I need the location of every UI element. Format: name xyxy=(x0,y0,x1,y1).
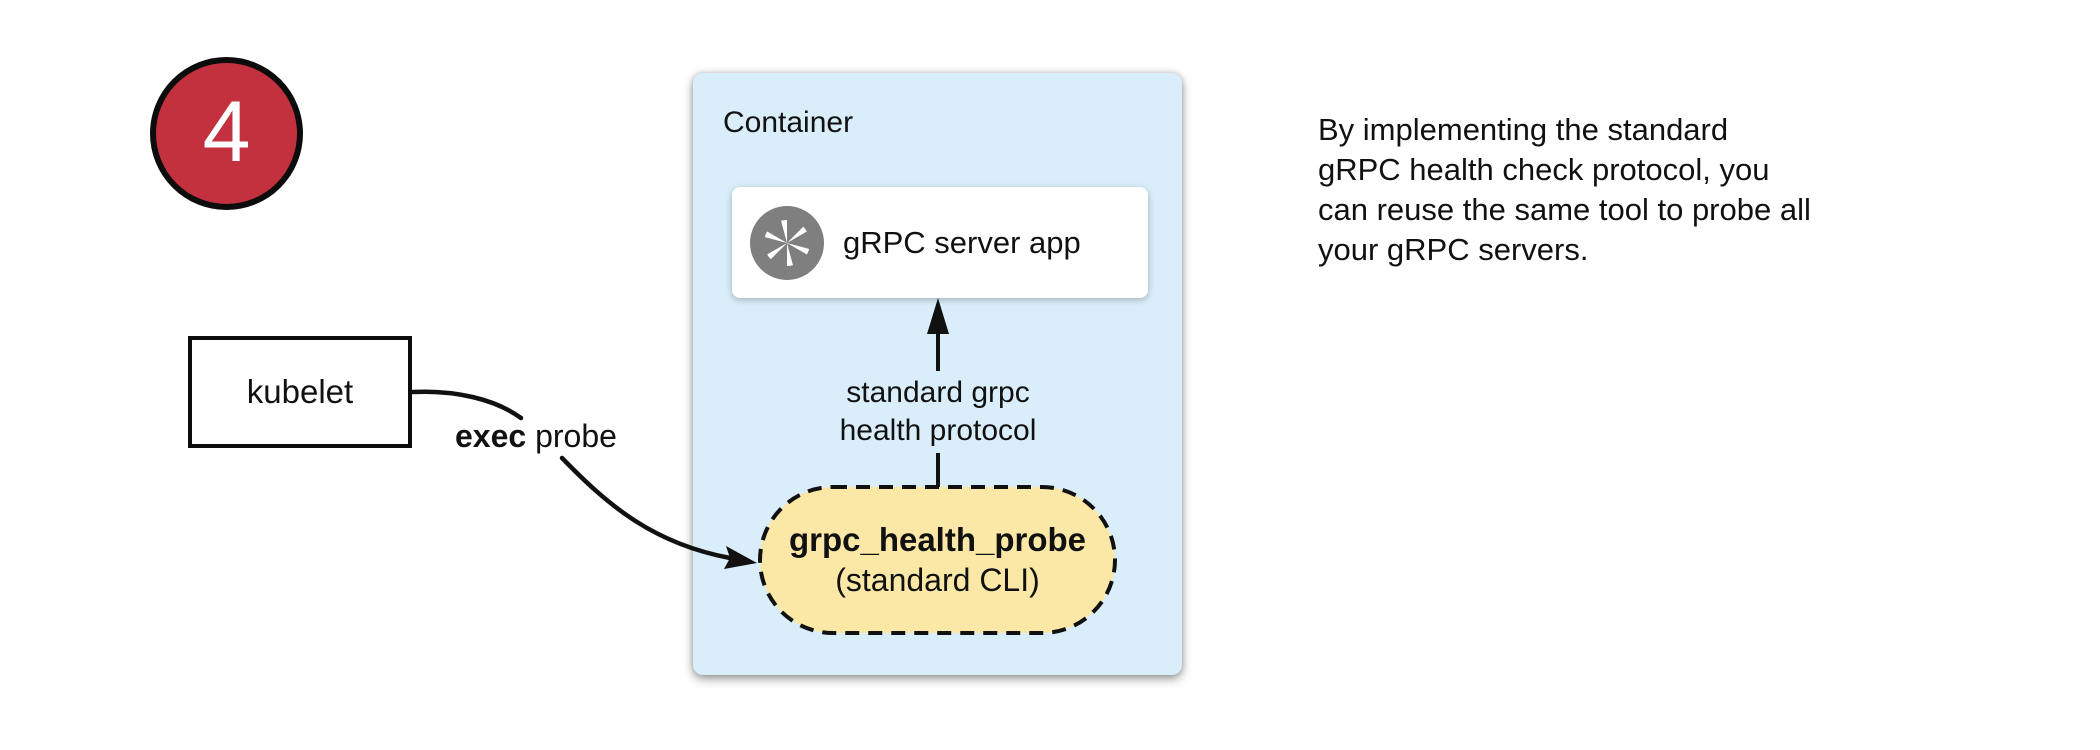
grpc-health-probe-pill: grpc_health_probe (standard CLI) xyxy=(758,485,1117,635)
exec-probe-label-bold: exec xyxy=(455,418,527,454)
kubelet-box: kubelet xyxy=(188,336,412,448)
health-protocol-label: standard grpc health protocol xyxy=(840,374,1037,450)
note-line: your gRPC servers. xyxy=(1318,232,1589,267)
note-line: gRPC health check protocol, you xyxy=(1318,152,1770,187)
note-paragraph: By implementing the standard gRPC health… xyxy=(1318,110,1811,270)
health-protocol-label-line2: health protocol xyxy=(839,414,1037,447)
note-line: By implementing the standard xyxy=(1318,112,1729,147)
aperture-icon xyxy=(750,205,824,280)
health-protocol-label-line1: standard grpc xyxy=(846,376,1030,409)
exec-probe-label-rest: probe xyxy=(526,418,617,454)
grpc-server-app-label: gRPC server app xyxy=(843,224,1081,260)
exec-probe-arrow-segment1 xyxy=(410,389,524,421)
grpc-health-probe-subtitle: (standard CLI) xyxy=(835,562,1040,598)
grpc-health-probe-title: grpc_health_probe xyxy=(788,521,1087,558)
exec-probe-label: exec probe xyxy=(455,418,617,455)
step-number-badge: 4 xyxy=(150,57,303,210)
grpc-server-app-box: gRPC server app xyxy=(732,187,1148,298)
container-title: Container xyxy=(723,106,854,139)
note-line: can reuse the same tool to probe all xyxy=(1318,192,1811,227)
step-number: 4 xyxy=(202,83,251,180)
kubelet-label: kubelet xyxy=(246,373,354,410)
